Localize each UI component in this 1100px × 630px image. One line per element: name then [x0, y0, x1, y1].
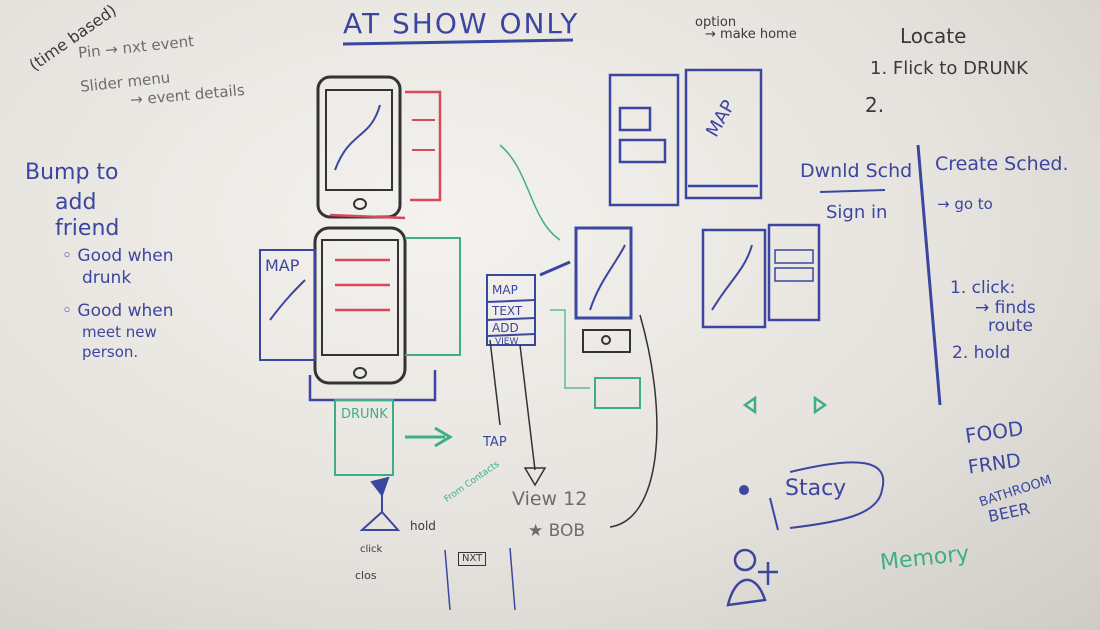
bump-bullet: ◦ Good when: [62, 246, 174, 266]
divider: [819, 189, 886, 193]
tap-label: TAP: [483, 435, 507, 450]
bump-bullet: ◦ Good when: [62, 301, 174, 321]
add-person-icon: [726, 548, 778, 607]
drunk-card-sketch: [334, 399, 516, 611]
phone-sketch-right: [701, 223, 821, 329]
map-label: MAP: [265, 256, 300, 275]
arrow: [499, 144, 561, 241]
close-label: clos: [355, 569, 377, 582]
bump-bullet: drunk: [82, 268, 132, 288]
divider: [769, 497, 779, 531]
create-go-to: → go to: [937, 195, 993, 213]
bump-bullet: person.: [82, 343, 139, 361]
sign-in-label: Sign in: [826, 202, 888, 223]
bump-title: add: [55, 190, 97, 215]
click-label: click: [360, 544, 383, 555]
locate-title: Locate: [900, 24, 967, 48]
phone-sketch-center: [486, 226, 658, 528]
bump-title: friend: [55, 216, 120, 241]
option-note: → make home: [705, 27, 797, 42]
location-dot-icon: [739, 485, 749, 495]
locate-step: 1. Flick to DRUNK: [870, 58, 1028, 79]
page-title: AT SHOW ONLY: [343, 7, 580, 40]
drunk-label: DRUNK: [341, 407, 388, 422]
next-label: NXT: [458, 552, 487, 566]
menu-item: MAP: [492, 283, 518, 297]
menu-item: TEXT: [492, 304, 523, 318]
stacy-pill: [789, 461, 885, 529]
divider: [916, 144, 942, 406]
phone-sketch-top: [316, 75, 442, 220]
menu-item: ADD: [492, 321, 519, 335]
create-step: 2. hold: [952, 343, 1011, 363]
create-step: 1. click:: [950, 278, 1016, 298]
bob-label: ★ BOB: [528, 521, 586, 541]
menu-item: VIEW: [495, 337, 519, 347]
view-label: View 12: [512, 488, 588, 510]
create-step: route: [988, 316, 1033, 336]
title-underline: [342, 38, 574, 46]
phone-sketch-top-right: [608, 68, 763, 207]
locate-step: 2.: [865, 93, 885, 117]
bump-title: Bump to: [25, 160, 119, 185]
hold-label: hold: [410, 519, 436, 533]
bump-bullet: meet new: [82, 323, 157, 341]
download-title: Dwnld Schd: [800, 160, 913, 182]
create-title: Create Sched.: [935, 153, 1069, 175]
phone-sketch-middle: [259, 226, 461, 402]
option-note: option: [695, 15, 737, 30]
pager-arrows-icon: [742, 395, 828, 415]
stacy-label: Stacy: [785, 476, 847, 501]
create-step: → finds: [975, 298, 1036, 318]
